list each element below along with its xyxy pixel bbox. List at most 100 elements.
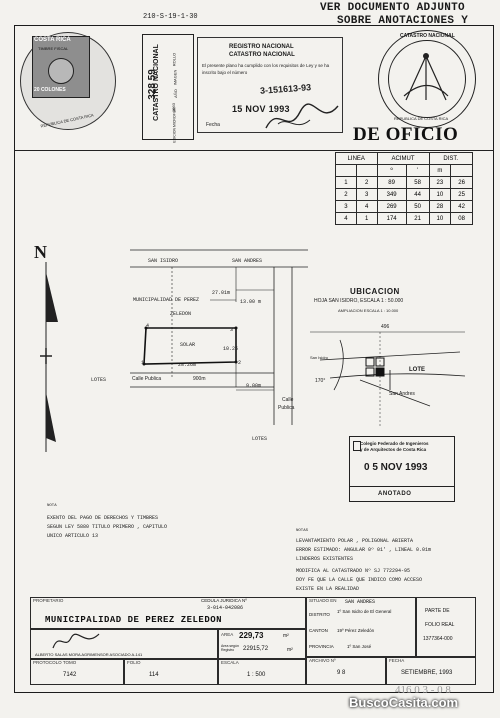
seal-ring-bottom: REPUBLICA DE COSTA RICA [394, 116, 449, 121]
distrito-label: DISTRITO [309, 612, 330, 617]
escala-label: ESCALA [221, 660, 239, 665]
corner-4: 4 [146, 323, 150, 329]
area-label: AREA [221, 632, 234, 637]
nota-line3: UNICO ARTICULO 13 [47, 533, 99, 539]
catastro-line-imagen: IMAGEN [172, 69, 178, 86]
parte-label: PARTE DE [425, 608, 450, 614]
nota-line2: SEGUN LEY 5880 TITULO PRIMERO , CAPITULO [47, 524, 168, 530]
north-label: N [34, 242, 47, 262]
surveyor-signature-icon [52, 633, 100, 649]
ubicacion-san-isidro: San Isidro [310, 355, 329, 360]
folio-real-label: FOLIO REAL [425, 622, 455, 628]
ubicacion-title: UBICACION [350, 287, 400, 296]
stamp-emblem-icon [48, 58, 74, 84]
catastro-foot: EDICION MICROFILM [172, 107, 177, 143]
corner-1: 1 [141, 360, 145, 366]
area-cell: AREA 229,73 m² Area según Registro 22915… [218, 629, 306, 659]
ubicacion-num-left: 170° [315, 378, 326, 384]
plan-calle-vertical-1: Calle [282, 397, 294, 403]
col-header-linea: LINEA [335, 152, 378, 165]
colegio-logo-icon [353, 441, 361, 451]
folio-value: 114 [149, 672, 159, 678]
colegio-line2: y de Arquitectos de Costa Rica [360, 447, 427, 452]
colegio-stamp: Colegio Federado de Ingenieros y de Arqu… [349, 436, 455, 502]
street-san-isidro: SAN ISIDRO [148, 258, 179, 264]
watermark: BuscoCasita.com [349, 695, 459, 710]
header-note-line1: VER DOCUMENTO ADJUNTO [320, 2, 465, 14]
corner-2: 2 [238, 360, 242, 366]
ubicacion-subtitle: HOJA SAN ISIDRO, ESCALA 1 : 50.000 [314, 298, 404, 304]
archivo-cell: ARCHIVO Nº 9 8 [306, 657, 386, 685]
protocolo-label: PROTOCOLO TOMO [33, 660, 77, 665]
plan-zeledon: ZELEDON [170, 311, 192, 317]
owner-name: MUNICIPALIDAD DE PEREZ ZELEDON [45, 615, 223, 625]
site-plan-drawing [130, 249, 308, 425]
plan-calle-dist: 900m [193, 376, 206, 382]
registro-fecha-label: Fecha [206, 122, 220, 128]
colegio-anotado: ANOTADO [378, 491, 412, 497]
plan-dist-right-top: 13.00 m [240, 299, 262, 305]
plan-calle-publica: Calle Publica [132, 376, 162, 382]
situado-label: SITUADO EN [309, 598, 337, 603]
cedula-value: 3-014-042086 [207, 605, 244, 611]
signer-text: ALBERTO SALAS MORA AGRIMENSOR ASOCIADO A… [35, 652, 143, 657]
nota-title: NOTA [47, 504, 57, 508]
stamp-fiscal: TIMBRE FISCAL [38, 46, 69, 51]
handwritten-number: 416 0 3 - 0 8 [395, 684, 451, 696]
stamp-value: 20 COLONES [34, 87, 66, 93]
canton-label: CANTON [309, 628, 328, 633]
registro-signature-icon [265, 103, 339, 129]
area-unit: m² [283, 633, 289, 639]
archivo-label: ARCHIVO Nº [309, 658, 336, 663]
area-seg-label: Area según Registro [221, 644, 239, 652]
plan-solar: SOLAR [180, 342, 196, 348]
area-value: 229,73 [239, 631, 264, 640]
seal-ring-top: CATASTRO NACIONAL [400, 33, 455, 39]
fecha-cell: FECHA SETIEMBRE, 1993 [386, 657, 476, 685]
sub-header-m: m [428, 164, 452, 177]
col-header-dist: DIST. [428, 152, 474, 165]
ubicacion-num-top: 496 [381, 324, 390, 330]
notas-line6: EXISTE EN LA REALIDAD [296, 586, 360, 592]
colegio-date: 0 5 NOV 1993 [364, 462, 428, 473]
col-header-acimut: ACIMUT [376, 152, 430, 165]
protocolo-cell: PROTOCOLO TOMO 7142 [30, 659, 124, 685]
registro-number: 3-151613-93 [259, 82, 312, 96]
registro-line1: REGISTRO NACIONAL [229, 44, 294, 50]
registro-line2: CATASTRO NACIONAL [229, 52, 295, 58]
notas-line2: ERROR ESTIMADO: ANGULAR 0º 01' , LINEAL … [296, 547, 432, 553]
distrito-value: 1º San Isidro de El General [337, 609, 392, 614]
folio-real-value: 1377364-000 [423, 636, 453, 642]
propietario-label: PROPIETARIO [33, 598, 64, 603]
plan-muni-label: MUNICIPALIDAD DE PEREZ [133, 297, 200, 303]
catastro-box: CATASTRO NACIONAL 328 59 ROLLO IMAGEN AÑ… [142, 34, 194, 143]
area-seg-unit: m² [287, 647, 293, 653]
catastro-line-rollo: ROLLO [171, 52, 177, 67]
escala-cell: ESCALA 1 : 500 [218, 659, 306, 685]
file-code: 210-S-19-1-30 [143, 13, 198, 21]
ubicacion-lote: LOTE [409, 367, 425, 373]
catastro-line-ano: AÑO [172, 89, 178, 98]
sub-header-min: ' [405, 164, 430, 177]
folio-label: FOLIO [127, 660, 141, 665]
protocolo-value: 7142 [63, 672, 77, 678]
registro-body: El presente plano ha cumplido con los re… [202, 63, 330, 75]
nota-line1: EXENTO DEL PAGO DE DERECHOS Y TIMBRES [47, 515, 159, 521]
registro-stamp: REGISTRO NACIONAL CATASTRO NACIONAL El p… [197, 37, 343, 133]
plan-dist-bottom-right: 9.00m [246, 383, 262, 389]
plan-calle-vertical-2: Publica [278, 405, 295, 411]
north-arrow-icon [40, 262, 58, 452]
corner-3: 3 [230, 327, 234, 333]
registro-date: 15 NOV 1993 [232, 104, 290, 114]
cedula-label: CEDULA JURIDICA Nº [201, 598, 247, 603]
area-seg-value: 22915,72 [243, 646, 269, 652]
folio-cell: FOLIO 114 [124, 659, 218, 685]
plan-lotes-label: LOTES [91, 377, 107, 383]
street-san-andres: SAN ANDRES [232, 258, 263, 264]
catastro-seal: CATASTRO NACIONAL REPUBLICA DE COSTA RIC… [378, 30, 476, 128]
